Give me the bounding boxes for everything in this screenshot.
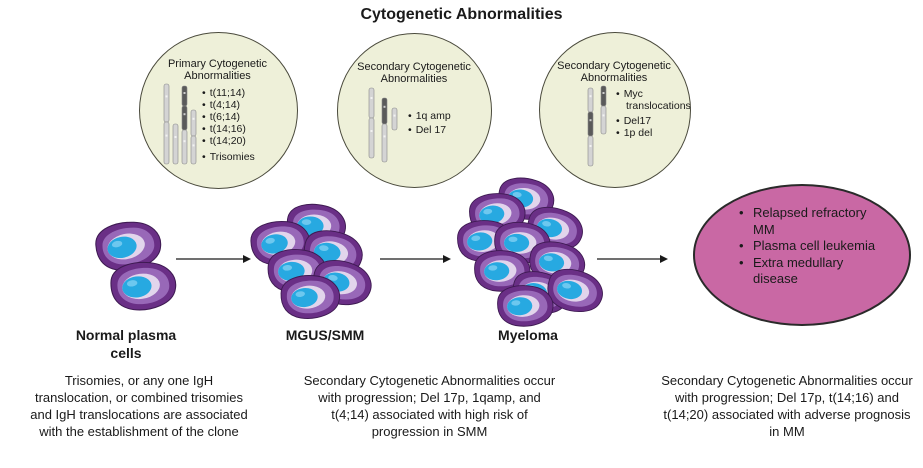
description-smm: Secondary Cytogenetic Abnormalities occu… xyxy=(303,373,556,439)
chromosome xyxy=(368,117,375,159)
chromosome xyxy=(368,87,375,119)
list-item: t(6;14) xyxy=(202,111,255,123)
list-item: t(11;14) xyxy=(202,87,255,99)
chromosome xyxy=(163,83,170,123)
chromosome xyxy=(391,107,398,131)
list-item: 1q amp xyxy=(408,109,451,123)
chromosome xyxy=(163,121,170,165)
list-item: Del 17 xyxy=(408,123,451,137)
list-item: t(4;14) xyxy=(202,99,255,111)
description-clone: Trisomies, or any one IgH translocation,… xyxy=(30,373,248,439)
stage-label-normal: Normal plasma cells xyxy=(75,327,177,361)
plasma-cell xyxy=(95,221,162,271)
chromosome xyxy=(381,123,388,163)
chromosome xyxy=(172,123,179,165)
oval-title: Primary Cytogenetic Abnormalities xyxy=(167,58,268,82)
chromosome xyxy=(181,129,188,165)
list-item: Relapsed refractory MM xyxy=(739,205,879,238)
chromosome xyxy=(587,135,594,167)
arrow-head xyxy=(660,255,668,263)
oval-list: Myc translocations Del17 1p del xyxy=(616,88,691,139)
list-item: Myc translocations xyxy=(616,88,691,112)
arrow-group xyxy=(176,255,668,263)
list-item: Trisomies xyxy=(202,151,255,163)
plasma-cell xyxy=(547,268,603,312)
arrow-head xyxy=(243,255,251,263)
chromosome xyxy=(381,97,388,125)
chromosome xyxy=(587,111,594,137)
description-mm: Secondary Cytogenetic Abnormalities occu… xyxy=(661,373,913,439)
chromosome xyxy=(600,105,607,135)
list-item: t(14;16) xyxy=(202,123,255,135)
list-item: Del17 xyxy=(616,115,691,127)
chromosome xyxy=(587,87,594,113)
list-item: Extra medullary disease xyxy=(739,255,879,288)
oval-title: Secondary Cytogenetic Abnormalities xyxy=(357,61,471,85)
arrow-head xyxy=(443,255,451,263)
chromosome xyxy=(190,135,197,165)
cell-group xyxy=(95,177,603,327)
oval-list: 1q amp Del 17 xyxy=(408,109,451,137)
oval-list: t(11;14) t(4;14) t(6;14) t(14;16) t(14;2… xyxy=(202,87,255,163)
list-item: t(14;20) xyxy=(202,135,255,147)
stage-label-myeloma: Myeloma xyxy=(498,327,558,343)
list-item: Plasma cell leukemia xyxy=(739,238,879,255)
diagram-title: Cytogenetic Abnormalities xyxy=(360,6,563,23)
chromosome xyxy=(190,109,197,137)
chromosome xyxy=(600,85,607,107)
list-item: 1p del xyxy=(616,127,691,139)
stage-label-mgus: MGUS/SMM xyxy=(285,327,365,343)
oval-title: Secondary Cytogenetic Abnormalities xyxy=(557,60,671,84)
chromosome-group xyxy=(163,83,607,167)
plasma-cell xyxy=(280,275,341,319)
chromosome xyxy=(181,105,188,131)
plasma-cell xyxy=(497,285,554,327)
chromosome xyxy=(181,85,188,107)
mm-outcome-list: Relapsed refractory MM Plasma cell leuke… xyxy=(739,205,879,288)
plasma-cell xyxy=(110,261,177,311)
